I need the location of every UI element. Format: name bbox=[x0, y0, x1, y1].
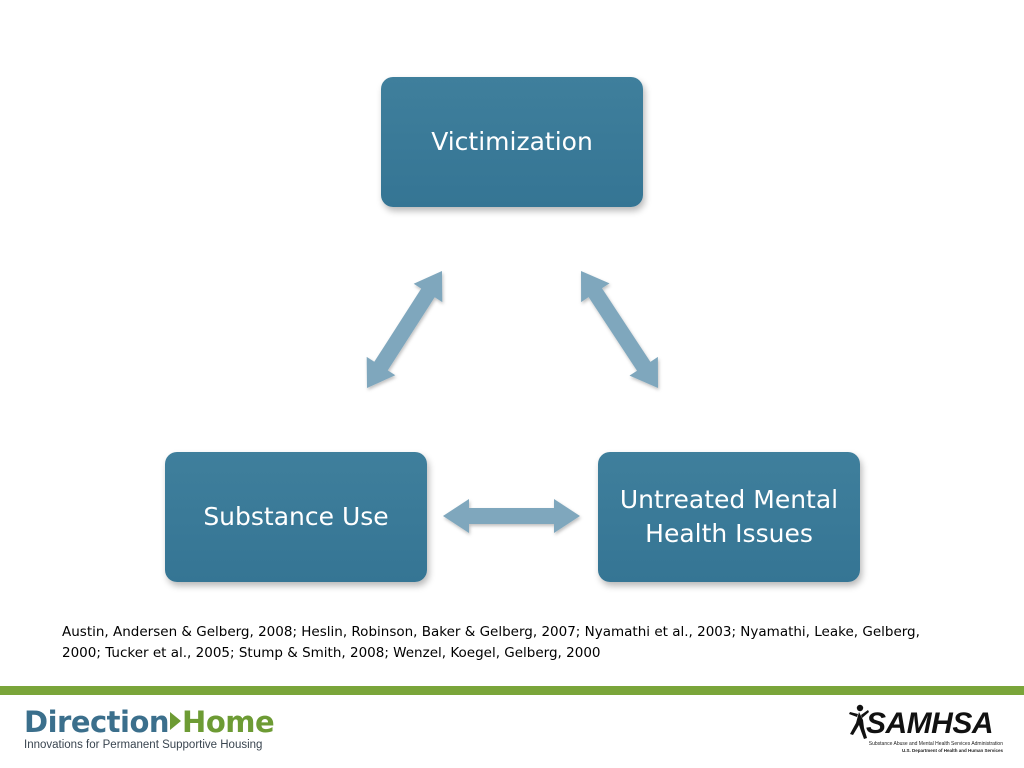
samhsa-logo: SAMHSA Substance Abuse and Mental Health… bbox=[840, 704, 1005, 760]
logo-word-direction: Direction bbox=[24, 705, 170, 739]
footer-divider-bar bbox=[0, 686, 1024, 695]
logo-word-home: Home bbox=[182, 705, 275, 739]
samhsa-subtitle: Substance Abuse and Mental Health Servic… bbox=[868, 741, 1003, 747]
node-substance-use-label: Substance Use bbox=[203, 502, 389, 531]
node-substance-use: Substance Use bbox=[165, 452, 427, 582]
citation-text: Austin, Andersen & Gelberg, 2008; Heslin… bbox=[62, 624, 920, 661]
node-untreated-mental-health: Untreated Mental Health Issues bbox=[598, 452, 860, 582]
arrow-victimization-mental-health bbox=[581, 271, 658, 388]
direction-home-logo: Direction Home Innovations for Permanent … bbox=[24, 706, 294, 756]
direction-home-tagline: Innovations for Permanent Supportive Hou… bbox=[24, 739, 263, 751]
node-untreated-mental-health-label: Untreated Mental Health Issues bbox=[619, 485, 839, 548]
samhsa-department: U.S. Department of Health and Human Serv… bbox=[901, 748, 1003, 753]
arrow-victimization-substance-use bbox=[366, 271, 443, 388]
node-victimization-label: Victimization bbox=[431, 127, 593, 156]
arrow-right-icon bbox=[170, 712, 182, 730]
node-victimization: Victimization bbox=[381, 77, 643, 207]
arrow-substance-use-mental-health bbox=[443, 499, 580, 533]
samhsa-wordmark: SAMHSA bbox=[866, 707, 994, 740]
direction-home-wordmark: Direction Home bbox=[24, 706, 294, 738]
running-figure-icon bbox=[849, 704, 869, 739]
